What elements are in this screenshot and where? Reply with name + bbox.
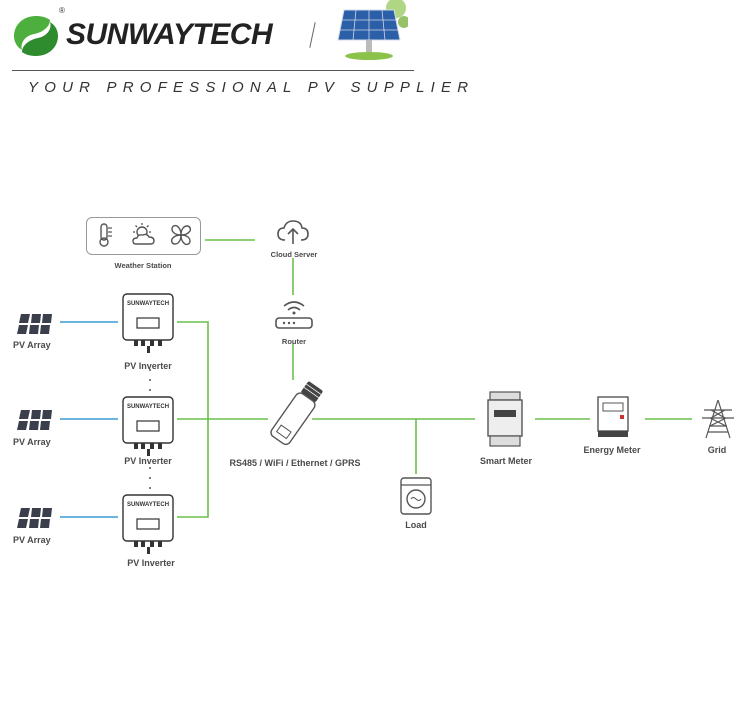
router-label: Router bbox=[281, 337, 307, 346]
washing-machine-icon bbox=[400, 477, 432, 515]
load-label: Load bbox=[405, 520, 427, 530]
svg-text:SUNWAYTECH: SUNWAYTECH bbox=[127, 301, 169, 307]
pv-array-label-1: PV Array bbox=[13, 340, 51, 350]
wind-fan-icon bbox=[170, 224, 192, 246]
brand-name: SUNWAYTECH bbox=[66, 18, 273, 51]
datalogger-dongle-icon bbox=[270, 381, 323, 446]
grid-label: Grid bbox=[707, 445, 727, 455]
ellipsis-dot bbox=[149, 369, 151, 371]
pv-inverter-icon: SUNWAYTECH bbox=[122, 293, 174, 353]
solar-panel-icon bbox=[17, 508, 52, 528]
svg-text:SUNWAYTECH: SUNWAYTECH bbox=[127, 502, 169, 508]
solar-panel-icon bbox=[17, 410, 52, 430]
ellipsis-dot bbox=[149, 477, 151, 479]
wifi-router-icon bbox=[275, 301, 313, 329]
ellipsis-dot bbox=[149, 379, 151, 381]
ellipsis-dot bbox=[149, 467, 151, 469]
cloud-server-label: Cloud Server bbox=[270, 250, 318, 259]
pv-array-label-3: PV Array bbox=[13, 535, 51, 545]
sun-cloud-icon bbox=[132, 223, 155, 245]
solar-panel-icon bbox=[17, 314, 52, 334]
header-rule bbox=[12, 70, 414, 71]
pv-inverter-label-2: PV Inverter bbox=[124, 456, 172, 466]
tagline: YOUR PROFESSIONAL PV SUPPLIER bbox=[28, 79, 475, 96]
pv-array-label-2: PV Array bbox=[13, 437, 51, 447]
ellipsis-dot bbox=[149, 389, 151, 391]
energy-meter-icon bbox=[597, 396, 629, 437]
svg-text:SUNWAYTECH: SUNWAYTECH bbox=[127, 404, 169, 410]
weather-station-label: Weather Station bbox=[114, 261, 172, 270]
cloud-upload-icon bbox=[277, 220, 309, 244]
smart-meter-label: Smart Meter bbox=[479, 456, 533, 466]
power-tower-icon bbox=[702, 399, 734, 439]
pv-inverter-icon: SUNWAYTECH bbox=[122, 494, 174, 554]
pv-inverter-icon: SUNWAYTECH bbox=[122, 396, 174, 456]
thermometer-icon bbox=[99, 223, 112, 247]
ellipsis-dot bbox=[149, 487, 151, 489]
registered-mark: ® bbox=[59, 6, 65, 15]
solar-panel-illustration-icon bbox=[337, 0, 408, 60]
pv-inverter-label-3: PV Inverter bbox=[127, 558, 175, 568]
pv-inverter-label-1: PV Inverter bbox=[124, 361, 172, 371]
sunwaytech-logo-icon bbox=[14, 16, 58, 56]
datalogger-label: RS485 / WiFi / Ethernet / GPRS bbox=[229, 458, 361, 468]
energy-meter-label: Energy Meter bbox=[583, 445, 641, 455]
smart-meter-icon bbox=[487, 391, 523, 447]
